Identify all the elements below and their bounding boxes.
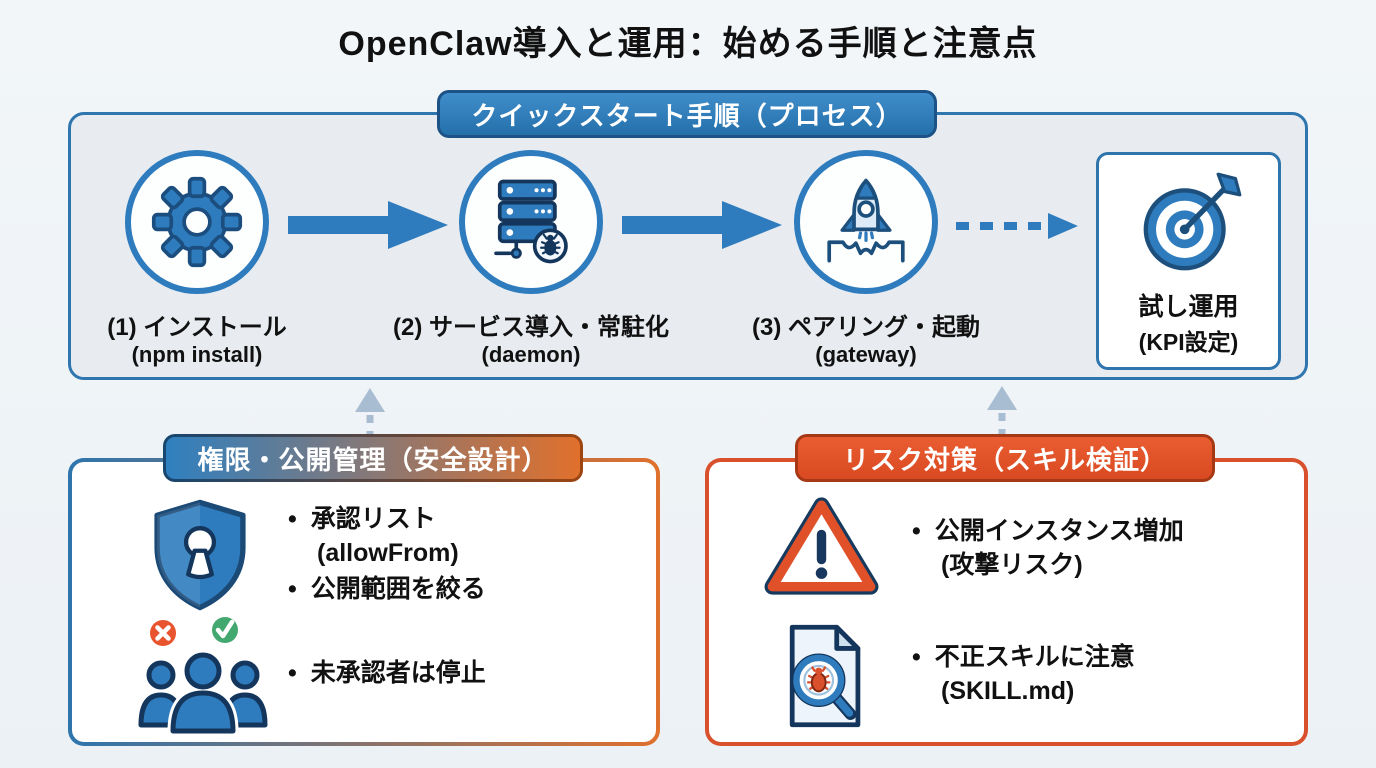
rocket-launch-icon xyxy=(827,178,905,263)
bullet-sub: (攻撃リスク) xyxy=(941,551,1083,579)
permissions-header-label: 権限・公開管理（安全設計） xyxy=(166,437,580,479)
users-approval-icon xyxy=(138,617,268,734)
page-title: OpenClaw導入と運用：始める手順と注意点 xyxy=(338,25,1038,63)
result-line1: 試し運用 xyxy=(1138,293,1239,321)
process-header-label: クイックスタート手順（プロセス） xyxy=(440,93,934,135)
quickstart-panel: 試し運用 (KPI設定) (1) インストール (npm install) (2… xyxy=(68,112,1308,380)
bullet-item: 不正スキルに注意 xyxy=(912,640,1302,674)
permissions-header-badge: 権限・公開管理（安全設計） xyxy=(163,434,583,482)
bullet-item: 承認リスト xyxy=(288,502,658,536)
gear-icon xyxy=(151,176,243,268)
step2-circle xyxy=(459,150,603,294)
bullet-sub: (allowFrom) xyxy=(317,539,459,567)
permissions-panel: 承認リスト (allowFrom) 公開範囲を絞る 未承認者は停止 xyxy=(68,458,660,746)
permissions-bullets: 承認リスト (allowFrom) 公開範囲を絞る 未承認者は停止 xyxy=(288,502,658,690)
step1-circle xyxy=(125,150,269,294)
result-line2: (KPI設定) xyxy=(1138,329,1239,355)
target-goal-icon xyxy=(1143,172,1241,271)
server-daemon-icon xyxy=(494,179,568,264)
bullet-item: 公開インスタンス増加 xyxy=(912,514,1302,548)
up-arrow-connector-icon xyxy=(355,388,385,439)
bullet-sub: (SKILL.md) xyxy=(941,677,1075,705)
trial-run-card: 試し運用 (KPI設定) xyxy=(1096,152,1281,370)
up-arrow-connector-icon xyxy=(987,386,1017,437)
step3-circle xyxy=(794,150,938,294)
risk-panel: 公開インスタンス増加 (攻撃リスク) 不正スキルに注意 (SKILL.md) xyxy=(705,458,1308,746)
arrow-right-icon xyxy=(288,201,448,249)
risk-header-badge: リスク対策（スキル検証） xyxy=(795,434,1215,482)
arrow-right-icon xyxy=(622,201,782,249)
risk-header-label: リスク対策（スキル検証） xyxy=(798,437,1212,479)
dashed-arrow-right-icon xyxy=(956,213,1078,239)
step3-label: (3) ペアリング・起動 (gateway) xyxy=(752,314,980,367)
process-header-badge: クイックスタート手順（プロセス） xyxy=(437,90,937,138)
warning-triangle-icon xyxy=(764,497,879,595)
bullet-item: 未承認者は停止 xyxy=(288,656,658,690)
risk-bullets: 公開インスタンス増加 (攻撃リスク) 不正スキルに注意 (SKILL.md) xyxy=(912,514,1302,708)
skill-scan-icon xyxy=(789,624,861,728)
shield-keyhole-icon xyxy=(154,499,246,611)
step2-label: (2) サービス導入・常駐化 (daemon) xyxy=(393,314,669,367)
step1-label: (1) インストール (npm install) xyxy=(107,314,287,367)
bullet-item: 公開範囲を絞る xyxy=(288,572,658,606)
